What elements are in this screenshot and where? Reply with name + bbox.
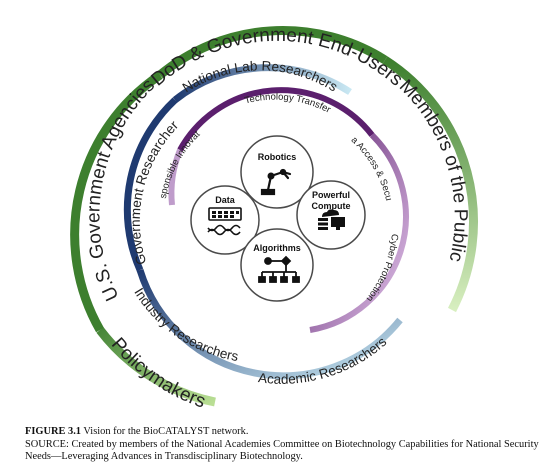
robotics-label: Robotics: [258, 152, 297, 162]
figure-source: SOURCE: Created by members of the Nation…: [25, 438, 539, 463]
dna-icon: [207, 224, 241, 236]
robot-arm-icon: [260, 168, 292, 196]
biocatalyst-vision-diagram: DoD & Government End-Users Members of th…: [0, 0, 478, 413]
middle-ring: [123, 64, 403, 380]
compute-label-line2: Compute: [312, 201, 351, 211]
figure-title: Vision for the BioCATALYST network.: [83, 426, 249, 437]
data-grid-icon: [208, 207, 242, 221]
node-powerful-compute: Powerful Compute: [296, 180, 366, 250]
algorithms-label: Algorithms: [253, 243, 301, 253]
node-robotics: Robotics: [240, 135, 314, 209]
flowchart-icon: [258, 255, 300, 283]
label-industry-researchers: Industry Researchers: [131, 285, 239, 364]
node-data: Data: [190, 185, 260, 255]
label-academic-researchers: Academic Researchers: [257, 334, 389, 387]
figure-caption: FIGURE 3.1 Vision for the BioCATALYST ne…: [25, 426, 545, 464]
node-algorithms: Algorithms: [240, 228, 314, 302]
core-capabilities: Robotics Data: [190, 135, 366, 302]
compute-label-line1: Powerful: [312, 190, 350, 200]
server-cloud-icon: [318, 209, 339, 230]
figure-label: FIGURE 3.1: [25, 426, 81, 437]
figure-title-line: FIGURE 3.1 Vision for the BioCATALYST ne…: [25, 426, 545, 439]
inner-ring: [168, 87, 409, 333]
monitor-icon: [331, 217, 345, 230]
label-us-government-agencies: U.S. Government Agencies: [83, 75, 159, 304]
data-label: Data: [215, 195, 236, 205]
outer-ring: [70, 26, 478, 407]
